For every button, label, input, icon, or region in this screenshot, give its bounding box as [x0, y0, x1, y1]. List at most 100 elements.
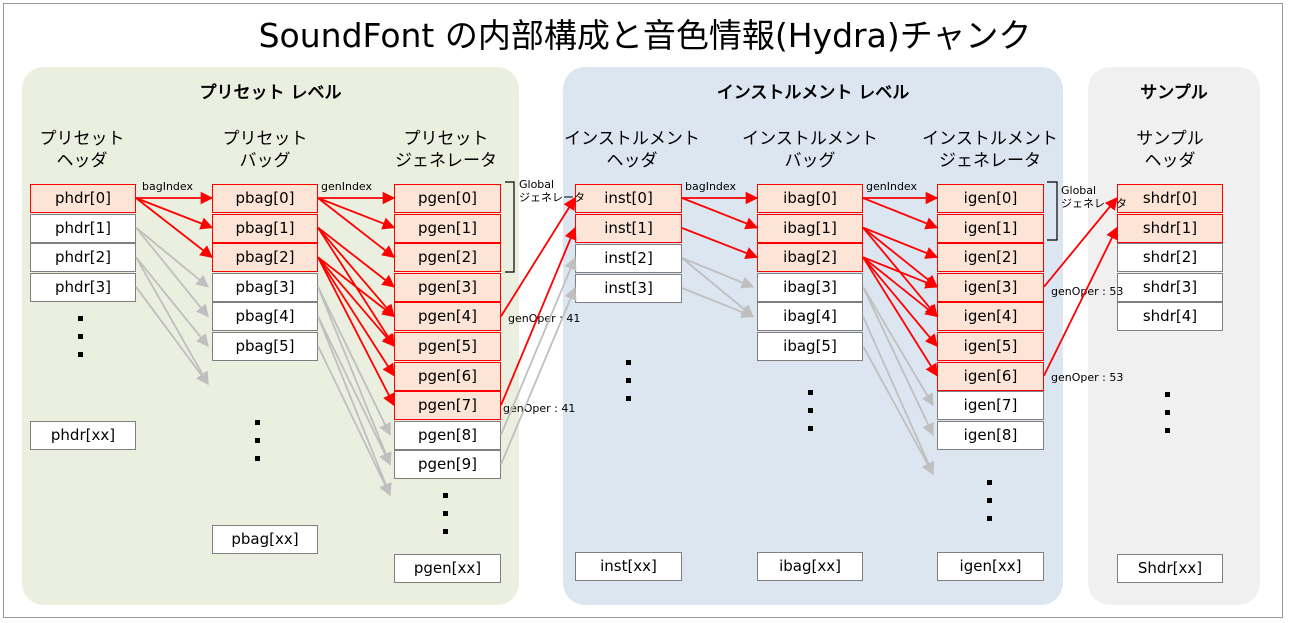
pbag-cell: pbag[2] — [212, 243, 318, 273]
pbag-header: プリセット バッグ — [205, 128, 325, 172]
igen-header-line2: ジェネレータ — [939, 151, 1041, 171]
pgen-cell: pgen[2] — [394, 243, 501, 273]
pbag-cell: pbag[1] — [212, 213, 318, 243]
inactive-arrow — [135, 256, 209, 347]
inst-cell: inst[3] — [575, 274, 682, 303]
inactive-arrow — [317, 286, 392, 466]
shdr-cell: shdr[4] — [1117, 302, 1223, 332]
inactive-arrow — [135, 226, 209, 288]
active-arrow — [681, 227, 759, 259]
active-arrow — [317, 256, 395, 318]
igen-cell: igen[0] — [937, 184, 1044, 213]
active-arrow — [317, 256, 395, 377]
active-arrow — [317, 227, 395, 318]
pgen-cell: pgen[1] — [394, 213, 501, 243]
igen-cell: igen[7] — [937, 391, 1044, 421]
phdr-ellipsis — [78, 316, 84, 370]
pgen-cell: pgen[7] — [394, 391, 501, 421]
active-arrow — [862, 256, 938, 377]
preset-level-title: プリセット レベル — [199, 83, 342, 103]
active-arrow — [862, 226, 939, 259]
active-arrow — [317, 226, 395, 288]
igen-header: インストルメント ジェネレータ — [920, 128, 1060, 172]
phdr-last-cell: phdr[xx] — [30, 421, 136, 450]
inactive-arrow — [681, 257, 755, 289]
sample-title: サンプル — [1140, 83, 1208, 103]
pgen-header-line2: ジェネレータ — [395, 151, 497, 171]
pgen-cell: pgen[3] — [394, 272, 501, 302]
inactive-arrow — [681, 257, 754, 318]
pbag-cell: pbag[4] — [212, 302, 318, 332]
phdr-header-line2: ヘッダ — [56, 151, 108, 171]
shdr-cell: shdr[1] — [1117, 213, 1223, 243]
inactive-arrow — [135, 256, 209, 386]
pgen-cell: pgen[6] — [394, 361, 501, 391]
genindex-label-preset: genIndex — [321, 180, 373, 193]
active-arrow — [681, 197, 759, 230]
inst-cell: inst[0] — [575, 184, 682, 213]
pgen-header: プリセット ジェネレータ — [386, 128, 506, 172]
genindex-label-instrument: genIndex — [866, 180, 918, 193]
pgen-ellipsis — [443, 493, 449, 547]
pbag-cell: pbag[0] — [212, 184, 318, 213]
shdr-header-line1: サンプル — [1136, 129, 1204, 149]
instrument-level-title: インストルメント レベル — [716, 83, 910, 103]
active-arrow — [500, 226, 577, 406]
ibag-cell: ibag[5] — [757, 332, 863, 361]
pgen-cell: pgen[4] — [394, 302, 501, 332]
pbag-header-line2: バッグ — [239, 151, 291, 171]
active-arrow — [317, 197, 396, 230]
phdr-cell: phdr[3] — [30, 272, 136, 302]
igen-last-cell: igen[xx] — [937, 552, 1044, 581]
ibag-ellipsis — [808, 390, 814, 444]
bagindex-label-instrument: bagIndex — [685, 180, 736, 193]
inst-header-line2: ヘッダ — [606, 151, 658, 171]
igen-cell: igen[1] — [937, 213, 1044, 243]
pgen-header-line1: プリセット — [403, 129, 489, 149]
global-bracket-instrument — [1047, 181, 1058, 241]
active-arrow — [862, 256, 939, 289]
active-arrow — [500, 196, 576, 317]
genoper-53-label-b: genOper : 53 — [1051, 371, 1124, 384]
ibag-cell: ibag[1] — [757, 213, 863, 243]
ibag-header: インストルメント バッグ — [740, 128, 880, 172]
pbag-cell: pbag[5] — [212, 332, 318, 361]
inactive-arrow — [317, 345, 391, 497]
global-bracket-preset — [505, 181, 515, 273]
pbag-cell: pbag[3] — [212, 272, 318, 302]
active-arrow — [317, 256, 395, 347]
phdr-cell: phdr[0] — [30, 184, 136, 213]
pbag-header-line1: プリセット — [222, 129, 308, 149]
active-arrow — [135, 197, 213, 258]
active-arrows — [135, 191, 1118, 407]
ibag-cell: ibag[3] — [757, 272, 863, 302]
active-arrow — [317, 256, 395, 407]
bagindex-label-preset: bagIndex — [142, 180, 193, 193]
pbag-ellipsis — [255, 420, 261, 474]
igen-cell: igen[5] — [937, 332, 1044, 361]
active-arrow — [1043, 226, 1118, 376]
inactive-arrow — [500, 286, 577, 465]
igen-cell: igen[3] — [937, 272, 1044, 302]
inactive-arrow — [135, 227, 209, 318]
pgen-last-cell: pgen[xx] — [394, 554, 501, 583]
inst-ellipsis — [626, 360, 632, 414]
igen-cell: igen[6] — [937, 361, 1044, 391]
ibag-last-cell: ibag[xx] — [757, 552, 863, 581]
shdr-cell: shdr[2] — [1117, 243, 1223, 273]
shdr-cell: shdr[0] — [1117, 184, 1223, 213]
igen-header-line1: インストルメント — [922, 129, 1058, 149]
inactive-arrow — [862, 286, 934, 407]
inactive-arrow — [317, 286, 391, 436]
ibag-header-line2: バッグ — [784, 151, 836, 171]
active-arrow — [862, 256, 938, 318]
inst-header: インストルメント ヘッダ — [562, 128, 702, 172]
phdr-header-line1: プリセット — [39, 129, 125, 149]
inactive-arrow — [862, 316, 935, 476]
pgen-cell: pgen[8] — [394, 420, 501, 450]
shdr-header-line2: ヘッダ — [1144, 151, 1196, 171]
diagram-frame — [3, 3, 1283, 618]
pgen-cell: pgen[0] — [394, 184, 501, 213]
inactive-arrow — [317, 316, 391, 466]
